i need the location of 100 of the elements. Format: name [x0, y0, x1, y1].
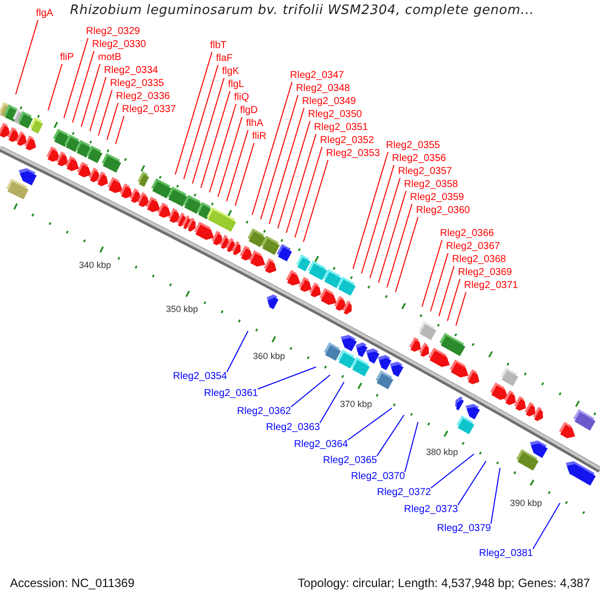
leader-line — [277, 120, 310, 229]
leader-line — [252, 82, 292, 216]
leader-line — [422, 240, 442, 308]
gene-label: Rleg2_0354 — [173, 371, 227, 383]
gene-label: Rleg2_0364 — [294, 439, 348, 451]
scale-label: 370 kbp — [340, 399, 372, 409]
gene-label: flbT — [210, 40, 227, 52]
leader-line — [404, 422, 418, 472]
leader-line — [48, 64, 62, 111]
leader-line — [226, 130, 248, 202]
leader-line — [457, 460, 486, 506]
gene-label: Rleg2_0355 — [386, 140, 440, 152]
gene-label: Rleg2_0370 — [351, 471, 405, 483]
leader-line — [80, 64, 100, 128]
leader-line — [446, 278, 460, 322]
leader-line — [89, 76, 106, 132]
gene-label: Rleg2_0365 — [323, 455, 377, 467]
gene-label: fliQ — [234, 92, 249, 104]
leader-line — [226, 330, 248, 372]
gene-label: Rleg2_0381 — [479, 548, 533, 560]
gene-label: Rleg2_0363 — [266, 422, 320, 434]
scale-label: 350 kbp — [166, 304, 198, 314]
leader-line — [438, 266, 454, 317]
leader-line — [347, 408, 392, 440]
gene-label: Rleg2_0369 — [458, 267, 512, 279]
gene-label: Rleg2_0350 — [308, 109, 362, 121]
gene-label: Rleg2_0347 — [290, 70, 344, 82]
leader-line — [268, 108, 304, 224]
gene-label: Rleg2_0373 — [404, 504, 458, 516]
gene-label: Rleg2_0357 — [398, 166, 452, 178]
gene-label: Rleg2_0330 — [92, 39, 146, 51]
gene-label: fliP — [60, 52, 74, 64]
gene-label: Rleg2_0349 — [302, 96, 356, 108]
leader-line — [376, 414, 404, 456]
gene-label: Rleg2_0336 — [116, 91, 170, 103]
leader-line — [319, 382, 344, 424]
leader-line — [209, 104, 236, 193]
leader-line — [370, 178, 400, 279]
leader-line — [192, 78, 224, 184]
gene-label: Rleg2_0367 — [446, 241, 500, 253]
gene-label: flgK — [222, 66, 240, 78]
leader-line — [115, 116, 124, 145]
leader-line — [430, 252, 448, 312]
gene-label: Rleg2_0361 — [204, 388, 258, 400]
gene-label: flgA — [36, 8, 54, 20]
gene-label: Rleg2_0337 — [122, 104, 176, 116]
gene-label: Rleg2_0335 — [110, 78, 164, 90]
leader-line — [361, 164, 394, 274]
gene-label: Rleg2_0348 — [296, 83, 350, 95]
scale-label: 340 kbp — [79, 260, 112, 270]
leader-line — [200, 90, 230, 188]
gene-label: Rleg2_0358 — [404, 179, 458, 191]
leader-line — [257, 366, 316, 390]
leader-line — [395, 216, 418, 293]
scale-label: 390 kbp — [510, 498, 542, 508]
leader-line — [286, 134, 316, 234]
leader-line — [352, 152, 388, 270]
gene-label: flhA — [246, 118, 264, 130]
leader-line — [260, 94, 298, 220]
leader-line — [455, 292, 466, 326]
leader-line — [98, 90, 112, 136]
leader-line — [183, 64, 218, 180]
gene-label: Rleg2_0379 — [437, 523, 491, 535]
leader-line — [15, 20, 38, 95]
leader-line — [234, 142, 254, 206]
gene-label: Rleg2_0356 — [392, 153, 446, 165]
gene-label: motB — [98, 52, 122, 64]
leader-line — [532, 502, 560, 550]
gene-label: Rleg2_0359 — [410, 192, 464, 204]
footer-text: Topology: circular; Length: 4,537,948 bp; Genes: 4,387 — [298, 576, 590, 590]
gene-label: Rleg2_0353 — [326, 148, 380, 160]
leader-line — [72, 50, 94, 123]
gene-label: Rleg2_0372 — [377, 487, 431, 499]
gene-label: Rleg2_0366 — [440, 228, 494, 240]
leader-line — [63, 38, 88, 119]
gene-label: Rleg2_0334 — [104, 65, 158, 77]
gene-label: Rleg2_0360 — [416, 205, 470, 217]
gene-label: flgL — [228, 79, 244, 91]
leader-line — [378, 190, 406, 284]
gene-label: fliR — [252, 131, 266, 143]
leader-line — [430, 454, 474, 488]
leader-line — [490, 468, 500, 524]
footer-text: Accession: NC_011369 — [10, 576, 135, 590]
gene-label: Rleg2_0329 — [86, 26, 140, 38]
leader-line — [218, 116, 242, 198]
gene-label: Rleg2_0351 — [314, 122, 368, 134]
leader-line — [174, 52, 212, 176]
gene-label: Rleg2_0368 — [452, 254, 506, 266]
leader-line — [290, 374, 330, 408]
gene-label: Rleg2_0362 — [237, 406, 291, 418]
gene-label: flgD — [240, 105, 258, 117]
leader-line — [386, 204, 412, 288]
leader-line — [106, 102, 118, 140]
gene-label: Rleg2_0371 — [464, 280, 518, 292]
leader-line — [302, 160, 328, 242]
gene-label: flaF — [216, 53, 233, 65]
scale-label: 360 kbp — [253, 351, 286, 361]
title: Rhizobium leguminosarum bv. trifolii WSM2304, complete genom... — [70, 3, 534, 19]
gene-label: Rleg2_0352 — [320, 135, 374, 147]
scale-label: 380 kbp — [426, 447, 458, 457]
